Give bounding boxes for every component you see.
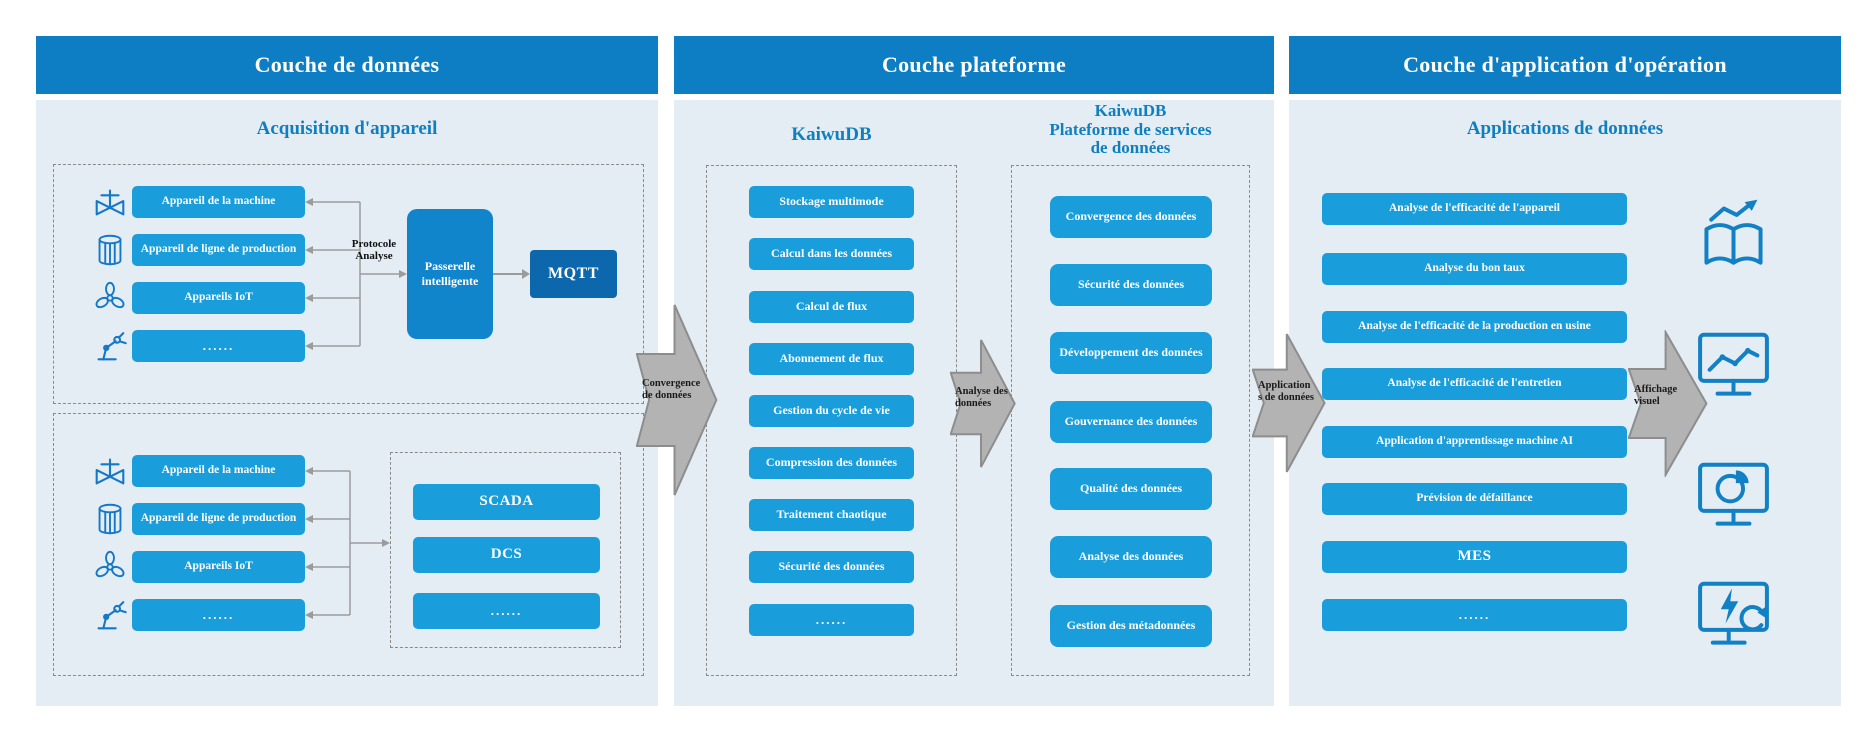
mqtt-box: MQTT [530, 250, 617, 298]
flow-arrow-to-application [1252, 332, 1326, 474]
service-item: Qualité des données [1050, 468, 1212, 510]
group1-connector-lines [305, 198, 407, 350]
service-item: Sécurité des données [1050, 264, 1212, 306]
data-layer-subtitle: Acquisition d'appareil [256, 118, 438, 139]
device-button-more: ...... [132, 599, 305, 631]
service-item: Analyse des données [1050, 536, 1212, 578]
data-layer-header: Couche de données [36, 36, 658, 94]
application-item: Analyse de l'efficacité de la production… [1322, 311, 1627, 343]
data-services-box [1011, 165, 1250, 676]
kaiwudb-item: Sécurité des données [749, 551, 914, 583]
kaiwudb-item: Stockage multimode [749, 186, 914, 218]
robot-arm-icon [91, 596, 129, 634]
device-group1-box [53, 164, 644, 404]
intelligent-gateway-box: Passerelle intelligente [407, 209, 493, 339]
flow-label-affichage: Affichage visuel [1634, 384, 1678, 408]
kaiwudb-item: Gestion du cycle de vie [749, 395, 914, 427]
service-item: Convergence des données [1050, 196, 1212, 238]
monitor-pie-chart-icon [1691, 460, 1776, 530]
kaiwudb-item: Calcul dans les données [749, 238, 914, 270]
fan-icon [91, 548, 129, 586]
monitor-power-sync-icon [1691, 579, 1776, 649]
device-button: Appareil de ligne de production [132, 503, 305, 535]
application-item: Application d'apprentissage machine AI [1322, 426, 1627, 458]
device-group2-box [53, 413, 644, 676]
flow-arrow-to-platform [636, 302, 718, 498]
data-layer-body: Acquisition d'appareil Appareil de la ma… [36, 100, 658, 706]
protocol-analyse-label: Protocole Analyse [351, 238, 397, 263]
application-item: Analyse du bon taux [1322, 253, 1627, 285]
flow-label-analyse: Analyse des données [955, 386, 1008, 410]
scada-button: SCADA [413, 484, 600, 520]
system-button-more: ...... [413, 593, 600, 629]
application-layer-panel: Couche d'application d'opération Applica… [1289, 36, 1841, 706]
device-button: Appareil de la machine [132, 186, 305, 218]
data-services-subtitle: KaiwuDB Plateforme de services de donnée… [1049, 101, 1212, 158]
application-layer-header: Couche d'application d'opération [1289, 36, 1841, 94]
service-item: Développement des données [1050, 332, 1212, 374]
flow-arrow-to-display [1628, 330, 1708, 477]
fan-icon [91, 279, 129, 317]
flow-label-convergence: Convergence de données [642, 378, 701, 402]
application-subtitle: Applications de données [1466, 118, 1664, 139]
kaiwudb-item-more: ...... [749, 604, 914, 636]
device-button: Appareils IoT [132, 551, 305, 583]
kaiwudb-item: Compression des données [749, 447, 914, 479]
application-layer-body: Applications de données Analyse de l'eff… [1289, 100, 1841, 706]
kaiwudb-item: Traitement chaotique [749, 499, 914, 531]
dcs-button: DCS [413, 537, 600, 573]
application-item-more: ...... [1322, 599, 1627, 631]
device-button: Appareil de ligne de production [132, 234, 305, 266]
application-item: Analyse de l'efficacité de l'entretien [1322, 368, 1627, 400]
monitor-line-chart-icon [1691, 330, 1776, 400]
valve-icon [91, 452, 129, 490]
gateway-to-mqtt-arrow [493, 269, 530, 279]
scada-system-box [390, 452, 621, 648]
report-analysis-icon [1691, 199, 1776, 269]
device-button-more: ...... [132, 330, 305, 362]
group2-connector-lines [305, 467, 390, 619]
kaiwudb-item: Calcul de flux [749, 291, 914, 323]
application-item: Prévision de défaillance [1322, 483, 1627, 515]
valve-icon [91, 183, 129, 221]
application-item: Analyse de l'efficacité de l'appareil [1322, 193, 1627, 225]
service-item: Gestion des métadonnées [1050, 605, 1212, 647]
service-item: Gouvernance des données [1050, 401, 1212, 443]
flow-label-applications: Applications de données [1258, 380, 1315, 404]
device-button: Appareil de la machine [132, 455, 305, 487]
robot-arm-icon [91, 327, 129, 365]
kaiwudb-item: Abonnement de flux [749, 343, 914, 375]
data-layer-panel: Couche de données Acquisition d'appareil… [36, 36, 658, 706]
kaiwudb-subtitle: KaiwuDB [791, 124, 872, 145]
mes-button: MES [1322, 541, 1627, 573]
flow-arrow-to-services [950, 338, 1016, 469]
device-button: Appareils IoT [132, 282, 305, 314]
drum-icon [91, 231, 129, 269]
drum-icon [91, 500, 129, 538]
platform-layer-header: Couche plateforme [674, 36, 1274, 94]
